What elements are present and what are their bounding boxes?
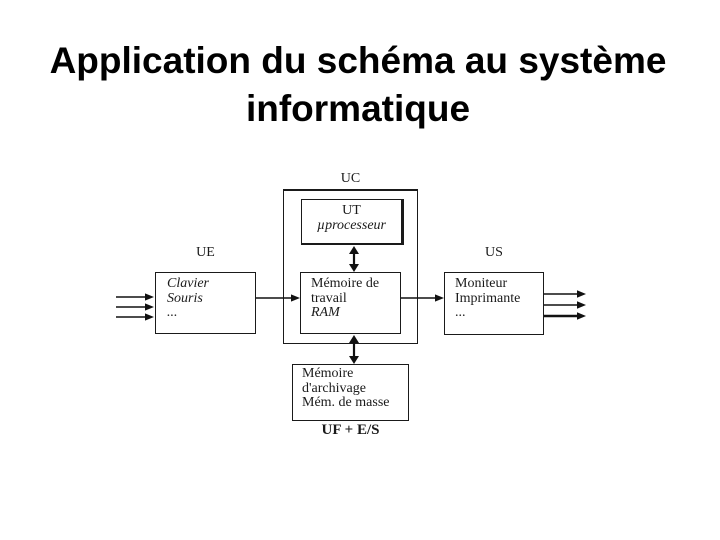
slide-title-line2: informatique [245, 88, 471, 129]
us-line2: Imprimante [455, 290, 521, 306]
us-line1: Moniteur [455, 276, 508, 291]
ut-subtitle: µprocesseur [317, 217, 386, 233]
slide-title: Application du schéma au système informa… [0, 37, 716, 133]
storage-box: Mémoire d'archivage Mém. de masse [292, 364, 409, 421]
output-arrows-icon [544, 290, 586, 320]
output-unit-box: Moniteur Imprimante ... [444, 272, 544, 335]
ue-label: UE [196, 245, 215, 260]
ue-line2: Souris [167, 290, 203, 306]
ram-line3: RAM [311, 305, 340, 320]
ram-line2: travail [311, 290, 347, 306]
input-unit-box: Clavier Souris ... [155, 272, 256, 334]
ut-title: UT [342, 203, 361, 218]
us-line3: ... [455, 305, 466, 320]
ue-line3: ... [167, 305, 178, 320]
storage-line1: Mémoire [302, 366, 354, 381]
uf-label: UF + E/S [321, 422, 380, 438]
storage-line3: Mém. de masse [302, 395, 390, 410]
slide-title-line1: Application du schéma au système [49, 40, 667, 81]
ue-line1: Clavier [167, 276, 209, 291]
ram-box: Mémoire de travail RAM [300, 272, 401, 334]
storage-line2: d'archivage [302, 380, 366, 396]
uc-label: UC [340, 171, 361, 186]
input-arrows-icon [116, 293, 154, 321]
ut-processor-box: UT µprocesseur [301, 199, 404, 245]
us-label: US [485, 245, 503, 260]
ram-line1: Mémoire de [311, 276, 380, 291]
